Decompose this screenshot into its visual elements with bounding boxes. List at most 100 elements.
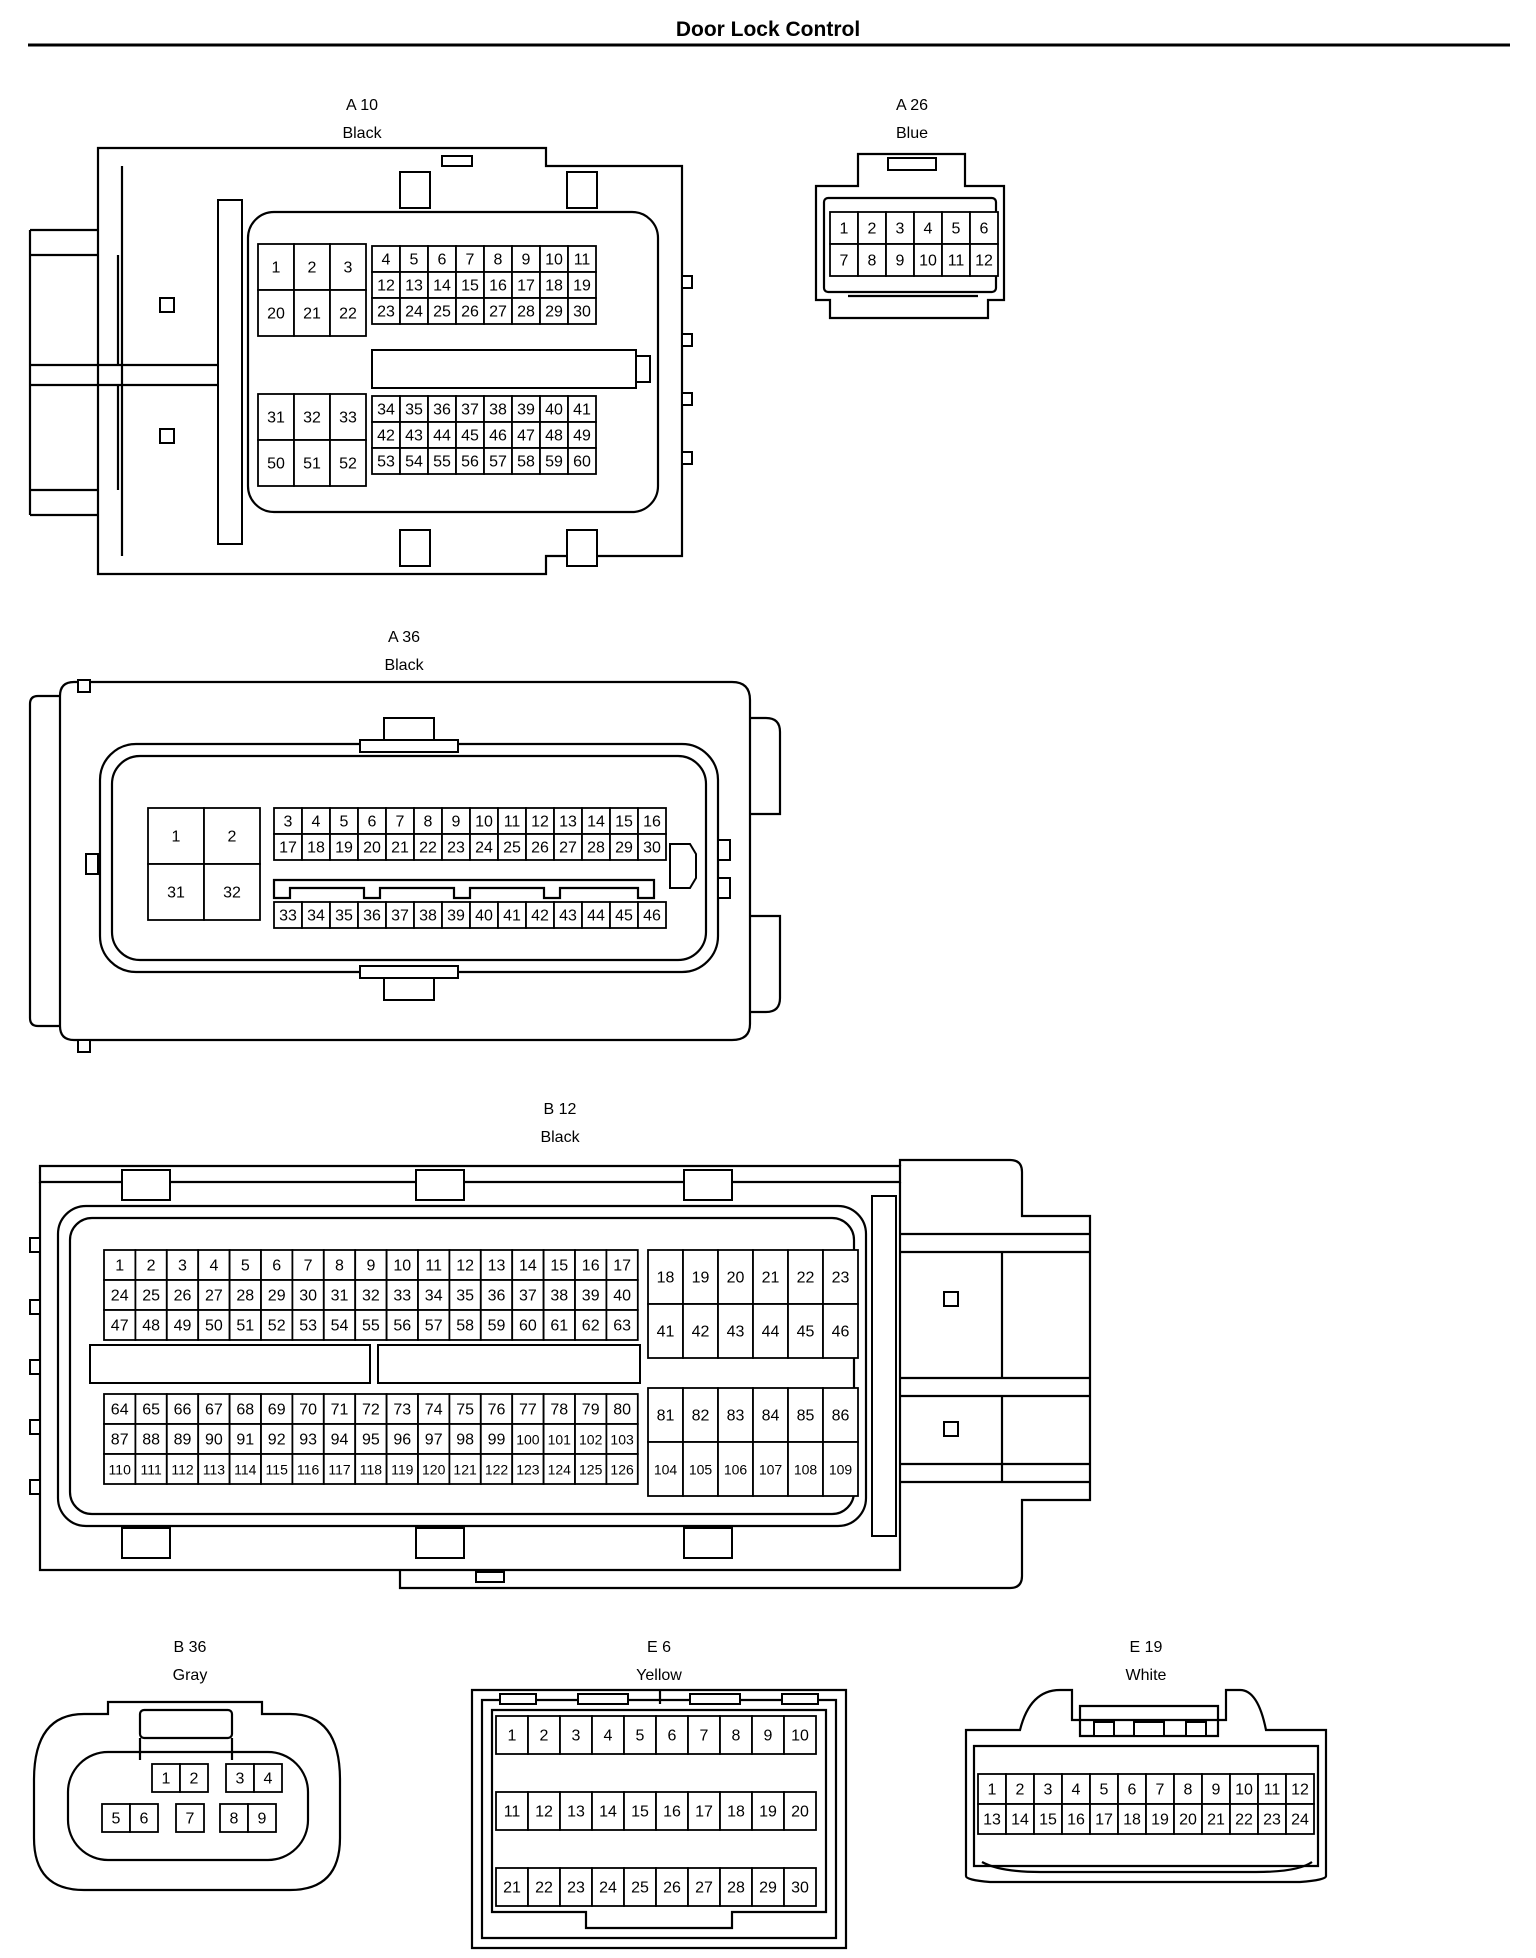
pin-cell: [539, 297, 569, 325]
pin-number: 11: [574, 252, 591, 269]
pin-number: 14: [519, 1258, 537, 1275]
page-title: Door Lock Control: [676, 18, 860, 41]
pin-number: 98: [456, 1432, 474, 1449]
pin-number: 15: [615, 814, 633, 831]
pin-number: 17: [517, 278, 535, 295]
pin-number: 28: [236, 1288, 254, 1305]
pin-number: 25: [142, 1288, 160, 1305]
pin-number: 62: [582, 1318, 600, 1335]
pin-cell: [574, 1279, 608, 1311]
pin-number: 106: [724, 1462, 748, 1478]
pin-number: 87: [111, 1432, 129, 1449]
pin-number: 14: [433, 278, 451, 295]
pin-number: 14: [587, 814, 605, 831]
pin-number: 41: [503, 908, 521, 925]
pin-number: 36: [488, 1288, 506, 1305]
pin-number: 58: [517, 454, 535, 471]
pin-number: 7: [396, 814, 405, 831]
pin-cell: [567, 447, 597, 475]
pin-cell: [497, 807, 527, 835]
pin-number: 8: [335, 1258, 344, 1275]
pin-cell: [399, 447, 429, 475]
pin-number: 33: [279, 908, 297, 925]
pin-cell: [385, 1453, 419, 1485]
pin-number: 25: [631, 1880, 649, 1897]
pin-number: 74: [425, 1402, 443, 1419]
pin-cell: [165, 1249, 200, 1281]
pin-number: 1: [115, 1258, 124, 1275]
pin-number: 38: [419, 908, 437, 925]
pin-number: 36: [363, 908, 381, 925]
pin-cell: [717, 1441, 754, 1497]
pin-cell: [448, 1309, 482, 1341]
pin-number: 16: [643, 814, 661, 831]
pin-number: 56: [461, 454, 479, 471]
pin-cell: [609, 901, 639, 929]
pin-number: 10: [393, 1258, 411, 1275]
pin-number: 51: [303, 456, 321, 473]
pin-number: 29: [615, 840, 633, 857]
connector-housing: [28, 679, 782, 1053]
pin-number: 23: [567, 1880, 585, 1897]
pin-number: 30: [573, 304, 591, 321]
pin-number: 93: [299, 1432, 317, 1449]
pin-cell: [354, 1249, 388, 1281]
pin-number: 6: [1128, 1782, 1137, 1799]
pin-number: 108: [794, 1462, 818, 1478]
pin-number: 42: [377, 428, 395, 445]
pin-cell: [354, 1279, 388, 1311]
pin-number: 71: [331, 1402, 349, 1419]
pin-number: 2: [1016, 1782, 1025, 1799]
pin-cell: [455, 447, 485, 475]
pin-number: 2: [308, 260, 317, 277]
pin-cell: [203, 807, 261, 865]
pin-number: 95: [362, 1432, 380, 1449]
pin-number: 21: [762, 1270, 780, 1287]
pin-cell: [574, 1309, 608, 1341]
pin-number: 88: [142, 1432, 160, 1449]
pin-number: 2: [868, 221, 877, 238]
pin-number: 25: [433, 304, 451, 321]
pin-cell: [567, 297, 597, 325]
connector-code: B 36: [174, 1639, 207, 1656]
pin-number: 80: [613, 1402, 631, 1419]
pin-number: 12: [456, 1258, 474, 1275]
pin-number: 84: [762, 1408, 780, 1425]
pin-number: 13: [983, 1812, 1001, 1829]
pin-number: 24: [405, 304, 423, 321]
pin-cell: [605, 1249, 639, 1281]
pin-number: 18: [1123, 1812, 1141, 1829]
pin-cell: [511, 1453, 545, 1485]
pin-number: 8: [1184, 1782, 1193, 1799]
pin-number: 48: [142, 1318, 160, 1335]
pin-cell: [752, 1441, 789, 1497]
pin-number: 123: [516, 1462, 540, 1478]
pin-cell: [257, 289, 295, 337]
pin-number: 68: [236, 1402, 254, 1419]
pin-cell: [752, 1249, 789, 1305]
pin-cell: [783, 1867, 817, 1907]
pin-number: 65: [142, 1402, 160, 1419]
pin-number: 6: [368, 814, 377, 831]
pin-number: 97: [425, 1432, 443, 1449]
pin-number: 77: [519, 1402, 537, 1419]
pin-number: 21: [503, 1880, 521, 1897]
pin-number: 3: [344, 260, 353, 277]
pin-cell: [539, 447, 569, 475]
pin-number: 3: [178, 1258, 187, 1275]
pin-number: 110: [109, 1462, 132, 1478]
pin-number: 99: [488, 1432, 506, 1449]
pin-number: 32: [223, 885, 241, 902]
pin-number: 111: [140, 1462, 161, 1478]
pin-cell: [591, 1791, 625, 1831]
pin-cell: [441, 807, 471, 835]
pin-cell: [329, 901, 359, 929]
pin-number: 21: [1207, 1812, 1225, 1829]
pin-number: 34: [377, 402, 395, 419]
